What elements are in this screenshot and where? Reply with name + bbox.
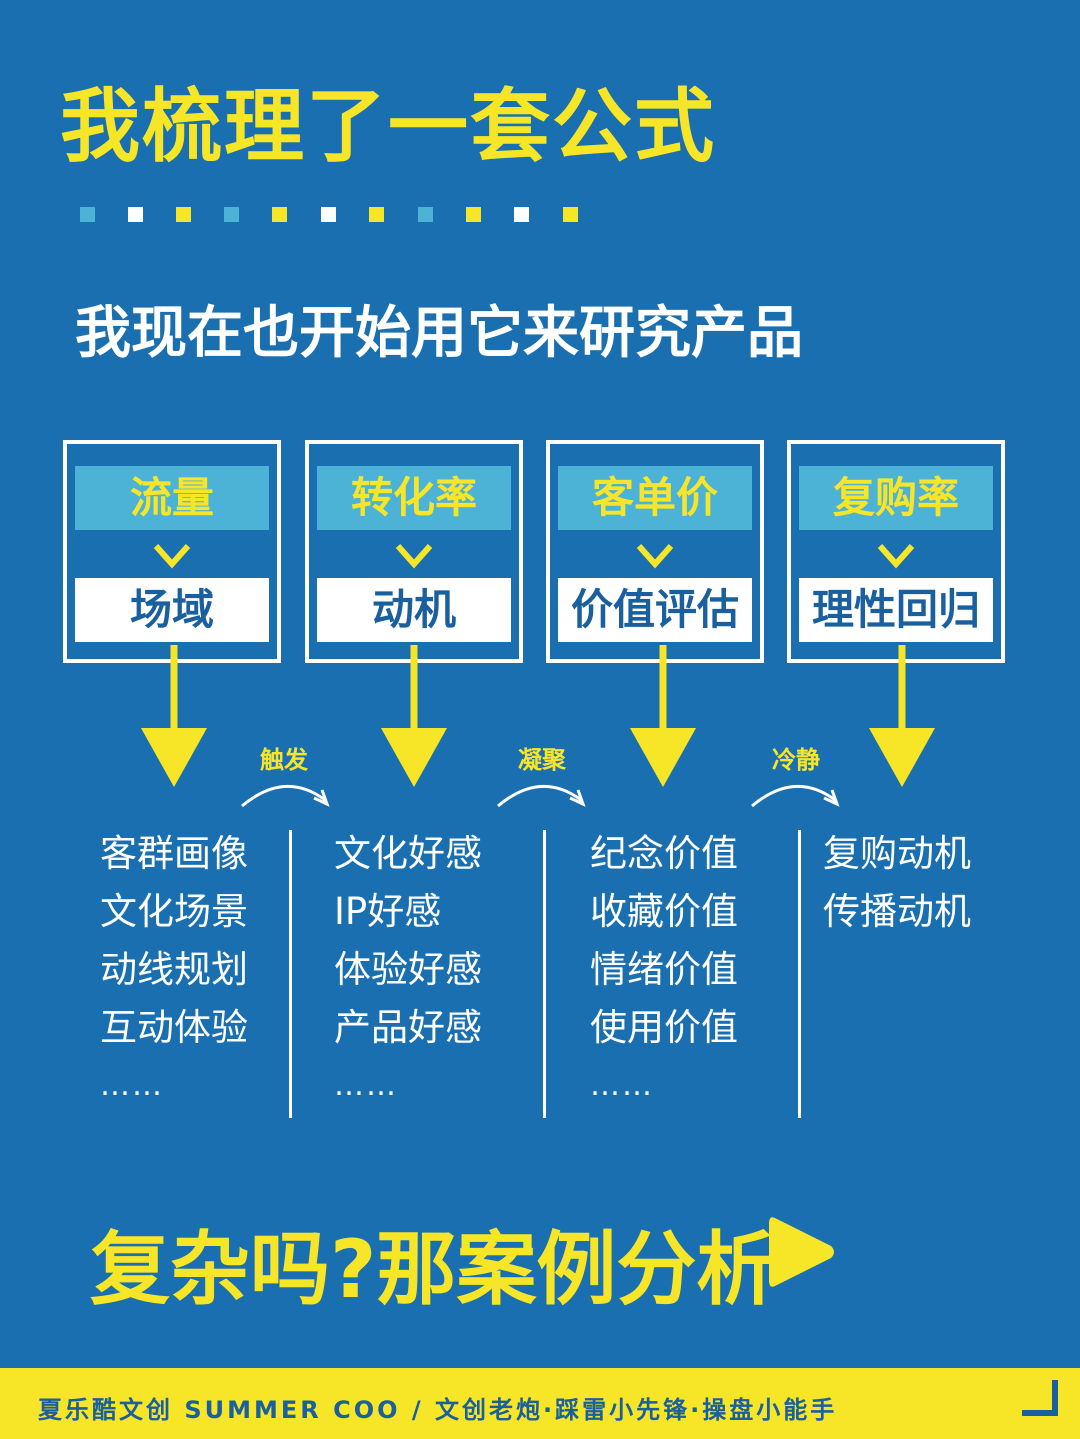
connector-label: 凝聚 — [518, 746, 566, 774]
column-divider — [543, 830, 546, 1118]
list-item: IP好感 — [334, 890, 442, 933]
list-ellipsis: …… — [334, 1068, 398, 1103]
factor-list-repurchase: 复购动机 传播动机 — [823, 825, 971, 941]
list-item: 文化好感 — [334, 832, 482, 875]
dot — [224, 207, 239, 222]
chevron-down-icon — [153, 544, 191, 569]
card-factor-label: 动机 — [317, 578, 511, 642]
column-divider — [289, 830, 292, 1118]
list-item: 体验好感 — [334, 948, 482, 991]
chevron-down-icon — [877, 544, 915, 569]
down-arrow-icon — [141, 645, 207, 787]
list-item: 情绪价值 — [590, 948, 738, 991]
list-ellipsis: …… — [590, 1068, 654, 1103]
factor-list-conversion: 文化好感 IP好感 体验好感 产品好感 …… — [334, 825, 482, 1115]
factor-list-unit-price: 纪念价值 收藏价值 情绪价值 使用价值 …… — [590, 825, 738, 1115]
dot — [563, 207, 578, 222]
curved-arrow-icon — [751, 785, 840, 808]
chevron-down-icon — [636, 544, 674, 569]
factor-list-traffic: 客群画像 文化场景 动线规划 互动体验 …… — [100, 825, 248, 1115]
connector-label: 冷静 — [772, 746, 820, 774]
list-item: 客群画像 — [100, 832, 248, 875]
card-factor-label: 场域 — [75, 578, 269, 642]
page-title: 我梳理了一套公式 — [60, 80, 716, 173]
list-item: 收藏价值 — [590, 890, 738, 933]
dot — [272, 207, 287, 222]
list-item: 传播动机 — [823, 890, 971, 933]
down-arrow-icon — [869, 645, 935, 787]
footer-credit: 夏乐酷文创 SUMMER COO / 文创老炮·踩雷小先锋·操盘小能手 — [38, 1396, 838, 1424]
list-item: 互动体验 — [100, 1006, 248, 1049]
list-item: 使用价值 — [590, 1006, 738, 1049]
dot — [369, 207, 384, 222]
card-factor-label: 理性回归 — [799, 578, 993, 642]
list-item: 纪念价值 — [590, 832, 738, 875]
list-item: 文化场景 — [100, 890, 248, 933]
card-metric-label: 客单价 — [558, 466, 752, 530]
dot — [80, 207, 95, 222]
dot — [128, 207, 143, 222]
dot — [466, 207, 481, 222]
formula-card-traffic: 流量 场域 — [63, 440, 281, 663]
dot — [321, 207, 336, 222]
down-arrow-icon — [381, 645, 447, 787]
column-divider — [798, 830, 801, 1118]
curved-arrow-icon — [497, 785, 586, 808]
formula-card-repurchase: 复购率 理性回归 — [787, 440, 1005, 663]
curved-arrow-icon — [241, 785, 330, 808]
footer-bar: 夏乐酷文创 SUMMER COO / 文创老炮·踩雷小先锋·操盘小能手 — [0, 1368, 1080, 1439]
dot — [176, 207, 191, 222]
dot — [418, 207, 433, 222]
play-icon[interactable] — [765, 1212, 837, 1292]
corner-bracket-icon — [1022, 1380, 1058, 1416]
card-metric-label: 流量 — [75, 466, 269, 530]
chevron-down-icon — [395, 544, 433, 569]
list-item: 复购动机 — [823, 832, 971, 875]
formula-card-unit-price: 客单价 价值评估 — [546, 440, 764, 663]
list-item: 动线规划 — [100, 948, 248, 991]
dot — [514, 207, 529, 222]
page-subtitle: 我现在也开始用它来研究产品 — [75, 301, 803, 366]
list-item: 产品好感 — [334, 1006, 482, 1049]
formula-card-conversion: 转化率 动机 — [305, 440, 523, 663]
connector-label: 触发 — [260, 746, 308, 774]
down-arrow-icon — [630, 645, 696, 787]
card-metric-label: 复购率 — [799, 466, 993, 530]
cta-text: 复杂吗?那案例分析 — [90, 1223, 777, 1316]
card-metric-label: 转化率 — [317, 466, 511, 530]
card-factor-label: 价值评估 — [558, 578, 752, 642]
list-ellipsis: …… — [100, 1068, 164, 1103]
